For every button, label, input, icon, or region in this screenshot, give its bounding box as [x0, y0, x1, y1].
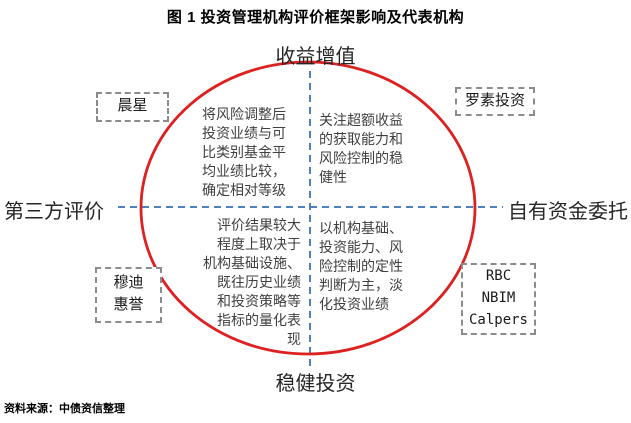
institution-box-moodys-fitch: 穆迪 惠誉	[95, 267, 162, 323]
quadrant-text-top-left: 将风险调整后 投资业绩与可 比类别基金平 均业绩比较， 确定相对等级	[202, 108, 286, 199]
axis-label-left: 第三方评价	[4, 201, 104, 223]
institution-box-rbc-nbim-calpers: RBC NBIM Calpers	[461, 263, 536, 335]
evaluation-circle	[139, 60, 477, 356]
figure-title: 图 1 投资管理机构评价框架影响及代表机构	[166, 9, 465, 26]
quadrant-text-bottom-right: 以机构基础、 投资能力、风 险控制的定性 判断为主，淡 化投资业绩	[319, 222, 403, 313]
axis-label-top: 收益增值	[275, 46, 356, 68]
quadrant-text-top-right: 关注超额收益 的获取能力和 风险控制的稳 健性	[319, 114, 403, 186]
institution-box-morningstar: 晨星	[96, 92, 169, 122]
institution-box-russell: 罗素投资	[455, 87, 535, 116]
axis-label-bottom: 稳健投资	[275, 373, 356, 395]
quadrant-text-bottom-left: 评价结果较大 程度上取决于 机构基础设施、 既往历史业绩 和投资策略等 指标的量…	[203, 219, 301, 348]
axis-label-right: 自有资金委托	[508, 201, 628, 223]
source-note: 资料来源：中债资信整理	[4, 403, 125, 415]
